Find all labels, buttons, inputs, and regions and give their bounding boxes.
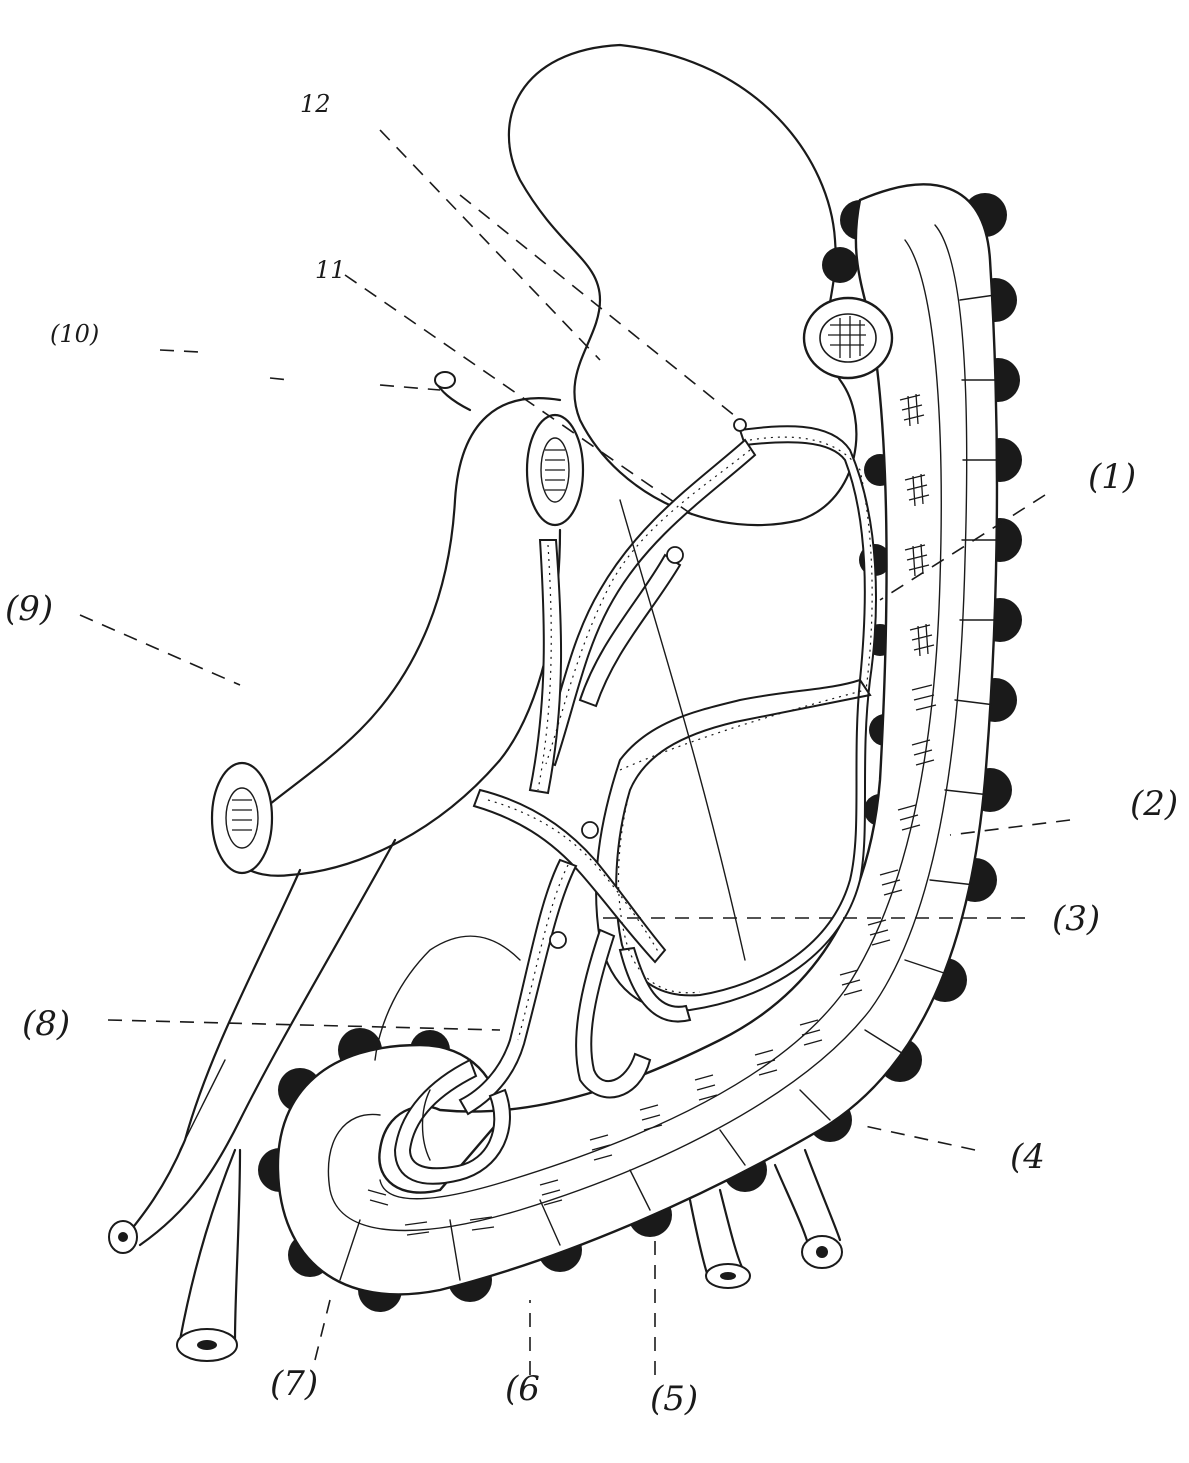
label-5: (5)	[650, 1379, 698, 1419]
colon-cut-section	[804, 298, 892, 378]
label-8: (8)	[22, 1004, 70, 1044]
label-10: (10)	[50, 320, 99, 348]
label-12: 12	[300, 90, 331, 118]
label-11: 11	[315, 256, 346, 284]
label-2: (2)	[1130, 784, 1178, 824]
label-9: (9)	[5, 589, 53, 629]
label-1: (1)	[1088, 457, 1136, 497]
label-6: (6	[505, 1369, 540, 1409]
label-7: (7)	[270, 1364, 318, 1404]
label-4: (4	[1010, 1137, 1045, 1177]
small-intestine-loop	[212, 372, 583, 876]
label-3: (3)	[1052, 899, 1100, 939]
